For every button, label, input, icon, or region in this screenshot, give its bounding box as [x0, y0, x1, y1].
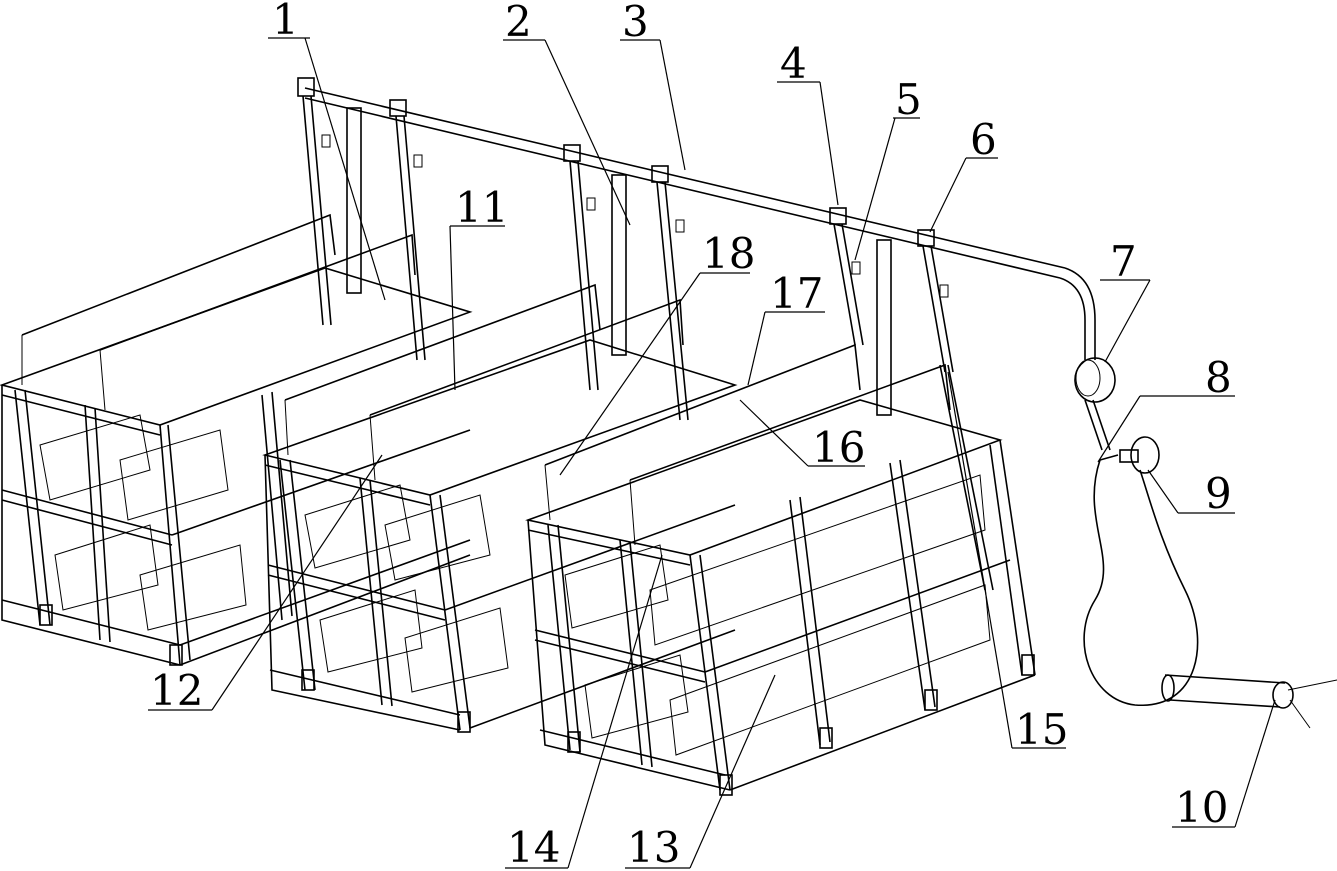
label-16: 16	[812, 423, 865, 472]
label-10: 10	[1175, 783, 1228, 832]
label-7: 7	[1110, 237, 1137, 286]
label-5: 5	[895, 75, 922, 124]
pressure-gauge	[1074, 357, 1116, 403]
frame-unit-middle	[262, 283, 738, 733]
hose	[1083, 459, 1199, 706]
pipe-fittings	[297, 77, 935, 247]
label-3: 3	[622, 0, 649, 46]
label-13: 13	[627, 823, 680, 871]
part-labels: 1 2 3 4 5 6 7 8 9 10 11 12 13 14 15 16 1…	[150, 0, 1232, 871]
label-12: 12	[150, 666, 203, 715]
label-15: 15	[1015, 705, 1068, 754]
overhead-pipe	[304, 87, 1111, 451]
label-4: 4	[780, 39, 807, 88]
label-6: 6	[970, 115, 997, 164]
label-1: 1	[272, 0, 299, 44]
label-9: 9	[1205, 469, 1232, 518]
pump	[1099, 436, 1160, 474]
label-2: 2	[505, 0, 532, 46]
label-18: 18	[702, 229, 755, 278]
leader-lines	[148, 37, 1276, 869]
supply-tank	[1161, 674, 1337, 729]
label-8: 8	[1205, 353, 1232, 402]
frame-unit-left	[0, 213, 473, 666]
label-17: 17	[770, 269, 823, 318]
label-14: 14	[507, 823, 560, 871]
rear-posts	[346, 107, 892, 416]
frame-unit-right	[525, 343, 1036, 796]
label-11: 11	[455, 183, 508, 232]
